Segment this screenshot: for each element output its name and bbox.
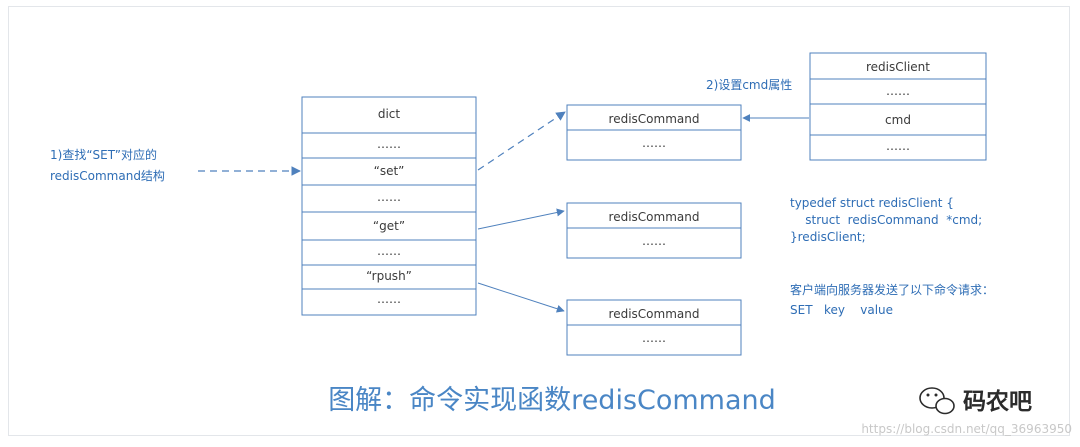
client-title: redisClient [866,60,930,74]
dict-row: …… [377,137,401,151]
dict-row-set: “set” [374,164,405,178]
redis-command-box-2: redisCommand …… [566,202,742,259]
command-name: redisCommand [609,210,700,224]
redis-client-box: redisClient …… cmd …… [809,52,987,161]
command-dots: …… [642,234,666,248]
get-to-command-arrow [477,208,565,230]
command-name: redisCommand [609,307,700,321]
dict-row: …… [377,292,401,306]
command-name: redisCommand [609,112,700,126]
diagram-caption: 图解：命令实现函数redisCommand [328,385,776,416]
dict-row-rpush: “rpush” [366,269,412,283]
step-1-line-1: 1)查找“SET”对应的 [50,147,157,162]
brand-name: 码农吧 [963,388,1032,415]
client-row: …… [886,139,910,153]
diagram-frame [8,6,1070,436]
client-row: …… [886,84,910,98]
redis-command-box-3: redisCommand …… [566,299,742,356]
dict-box: dict …… “set” …… “get” …… “rpush” …… [301,96,477,316]
dict-row: …… [377,190,401,204]
redis-command-box-1: redisCommand …… [566,104,742,161]
dict-row: …… [377,244,401,258]
client-request-line-2: SET key value [790,303,893,317]
wechat-icon [919,387,955,415]
client-row-cmd: cmd [885,113,911,127]
command-dots: …… [642,136,666,150]
dict-title: dict [378,107,401,121]
set-to-command-arrow [477,111,566,171]
client-request-line-1: 客户端向服务器发送了以下命令请求： [790,282,994,297]
struct-code-line-1: typedef struct redisClient { [790,196,954,210]
dict-row-get: “get” [373,219,405,233]
struct-code-line-3: }redisClient; [790,230,866,244]
command-dots: …… [642,331,666,345]
struct-code-line-2: struct redisCommand *cmd; [790,213,982,227]
watermark: https://blog.csdn.net/qq_36963950 [861,422,1072,436]
rpush-to-command-arrow [477,282,565,313]
step-1-line-2: redisCommand结构 [50,168,165,183]
step-2-label: 2)设置cmd属性 [706,78,792,92]
